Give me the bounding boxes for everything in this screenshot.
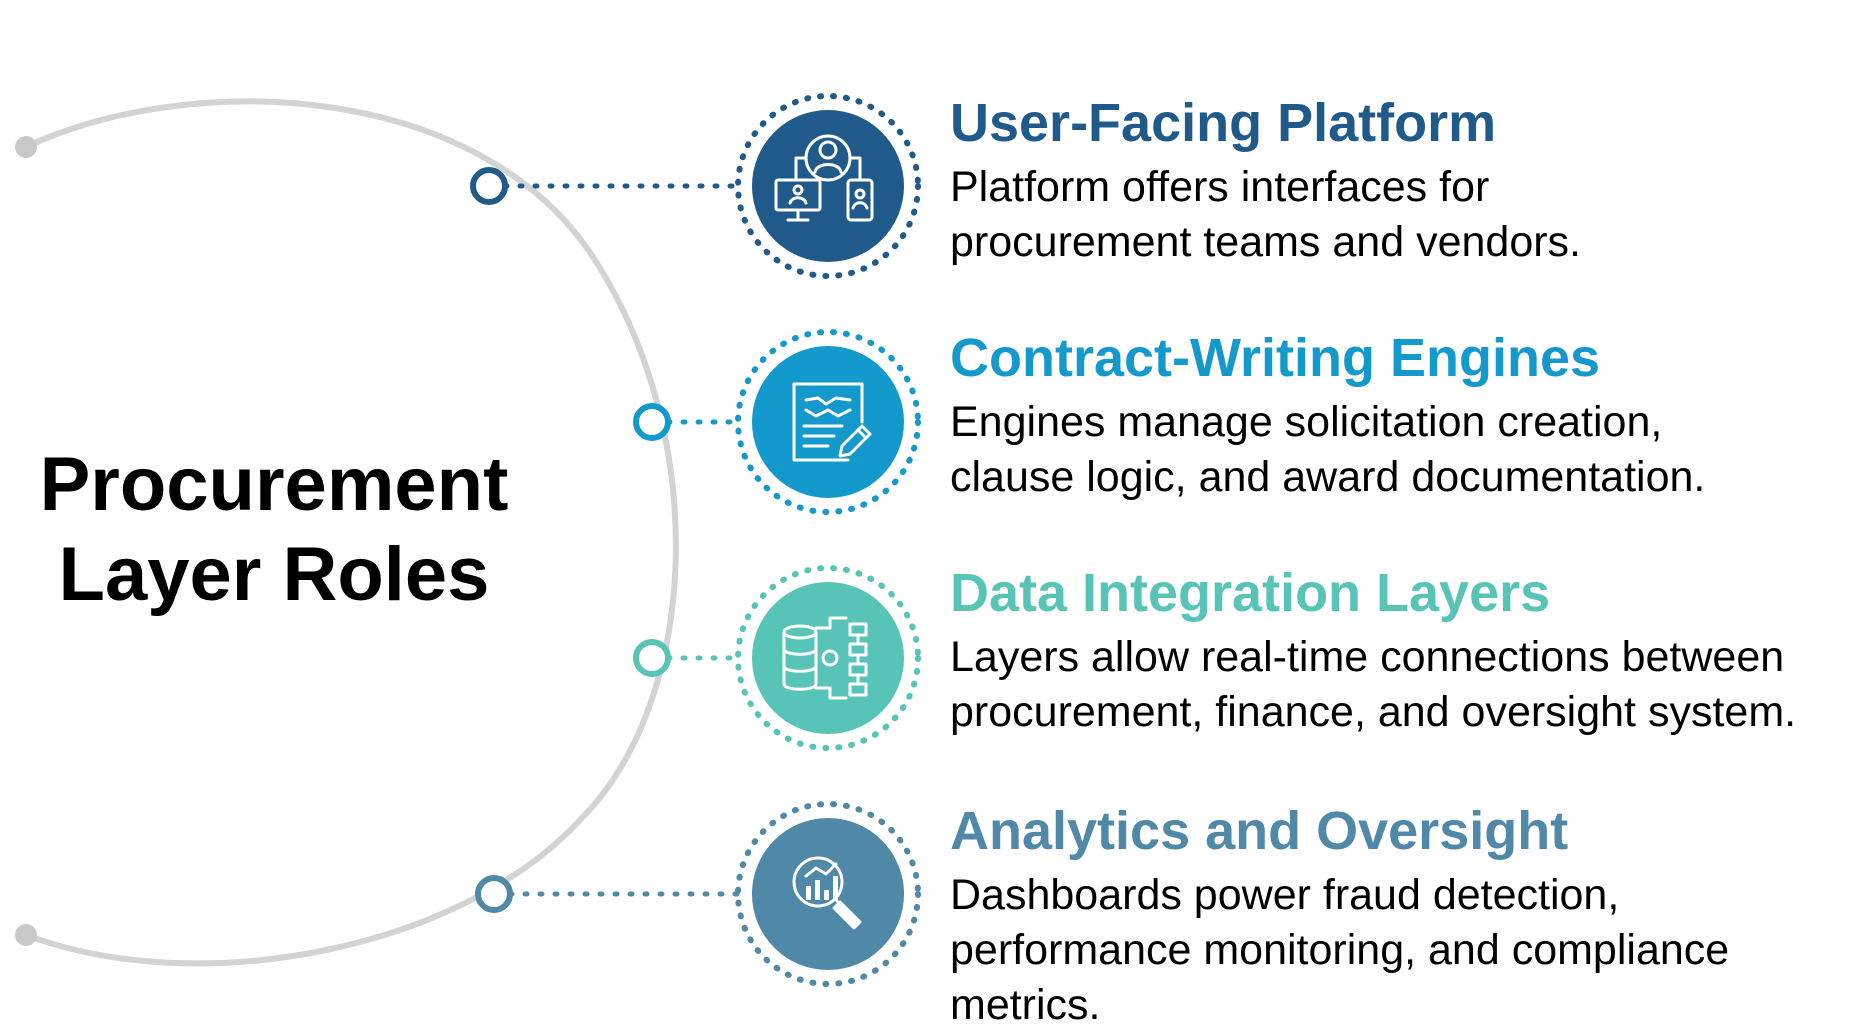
item-heading: Analytics and Oversight	[950, 801, 1569, 861]
item-description-line: Layers allow real-time connections betwe…	[950, 633, 1785, 681]
item-description-line: Engines manage solicitation creation,	[950, 398, 1663, 446]
arc-end-dot-top	[15, 136, 37, 158]
item-description-line: procurement, finance, and oversight syst…	[950, 688, 1797, 736]
database-integration-icon	[782, 616, 868, 700]
item-description-line: Platform offers interfaces for	[950, 163, 1490, 211]
badge-contract-writing-engines	[735, 329, 921, 515]
item-description-line: procurement teams and vendors.	[950, 218, 1581, 266]
item-heading: Data Integration Layers	[950, 563, 1551, 623]
title-line-2: Layer Roles	[58, 532, 490, 617]
badge-user-facing-platform	[735, 93, 921, 279]
title-line-1: Procurement	[39, 442, 509, 527]
node-ring	[470, 167, 508, 205]
connector-contract-writing-engines	[633, 403, 743, 441]
item-user-facing-platform: User-Facing Platform Platform offers int…	[950, 92, 1870, 270]
item-contract-writing-engines: Contract-Writing Engines Engines manage …	[950, 327, 1870, 505]
connector-analytics-and-oversight	[475, 875, 743, 913]
contract-document-icon	[792, 382, 872, 462]
node-ring	[633, 639, 671, 677]
node-ring	[633, 403, 671, 441]
item-description-line: metrics.	[950, 981, 1101, 1029]
diagram-title: Procurement Layer Roles	[14, 440, 534, 620]
item-description-line: clause logic, and award documentation.	[950, 453, 1706, 501]
connector-data-integration-layers	[633, 639, 743, 677]
arc-end-dot-bottom	[15, 924, 37, 946]
item-description-line: performance monitoring, and compliance	[950, 926, 1730, 974]
item-heading: User-Facing Platform	[950, 93, 1497, 153]
item-description-line: Dashboards power fraud detection,	[950, 871, 1620, 919]
node-ring	[475, 875, 513, 913]
badge-data-integration-layers	[735, 565, 921, 751]
analytics-magnifier-icon	[792, 856, 862, 930]
item-analytics-and-oversight: Analytics and Oversight Dashboards power…	[950, 800, 1870, 1033]
badge-analytics-and-oversight	[735, 801, 921, 987]
item-heading: Contract-Writing Engines	[950, 328, 1601, 388]
user-devices-icon	[774, 134, 874, 222]
connector-user-facing-platform	[470, 167, 743, 205]
item-data-integration-layers: Data Integration Layers Layers allow rea…	[950, 562, 1870, 740]
connector-arc	[24, 98, 679, 967]
